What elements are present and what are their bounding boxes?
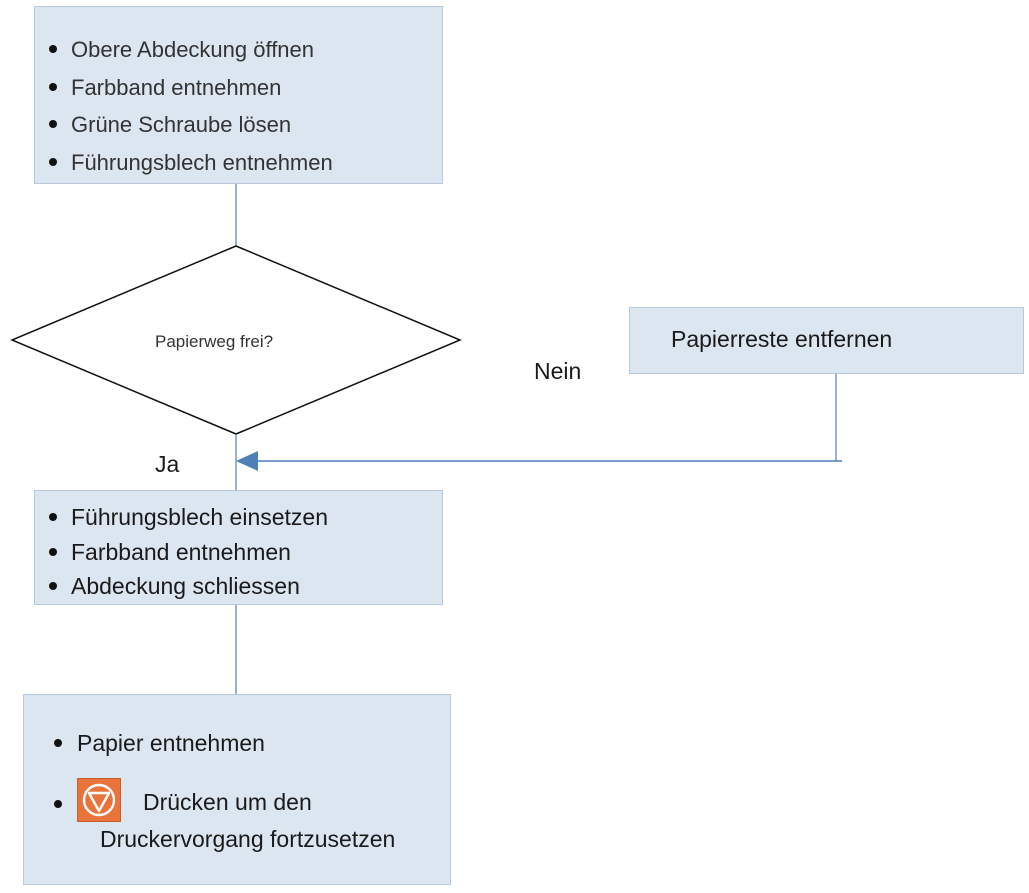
decision-question: Papierweg frei? [155,332,274,351]
decision-no-label: Nein [534,358,582,384]
no-branch-action: Papierreste entfernen [671,326,893,352]
steps-bottom-box: Papier entnehmen Drücken um den Druckerv… [23,694,451,885]
list-item: Farbband entnehmen [35,69,442,107]
list-item: Führungsblech einsetzen [35,500,442,535]
arrowhead-return [236,451,258,471]
no-branch-box: Papierreste entfernen [629,307,1024,374]
list-item-press-continue: Drücken um den Druckervorgang fortzusetz… [24,778,450,854]
list-item: Abdeckung schliessen [35,569,442,604]
list-item: Grüne Schraube lösen [35,106,442,144]
steps-top-list: Obere Abdeckung öffnen Farbband entnehme… [35,31,442,181]
list-item: Führungsblech entnehmen [35,144,442,182]
decision-yes-label: Ja [155,451,180,477]
steps-bottom-list: Papier entnehmen Drücken um den Druckerv… [24,728,450,854]
list-item: Papier entnehmen [24,728,450,758]
stop-button-icon [77,778,121,822]
list-item: Obere Abdeckung öffnen [35,31,442,69]
press-instruction-line1: Drücken um den [143,789,312,815]
list-item: Farbband entnehmen [35,535,442,570]
steps-middle-list: Führungsblech einsetzen Farbband entnehm… [35,500,442,604]
steps-middle-box: Führungsblech einsetzen Farbband entnehm… [34,490,443,605]
steps-top-box: Obere Abdeckung öffnen Farbband entnehme… [34,6,443,184]
press-instruction-line2: Druckervorgang fortzusetzen [100,826,396,852]
